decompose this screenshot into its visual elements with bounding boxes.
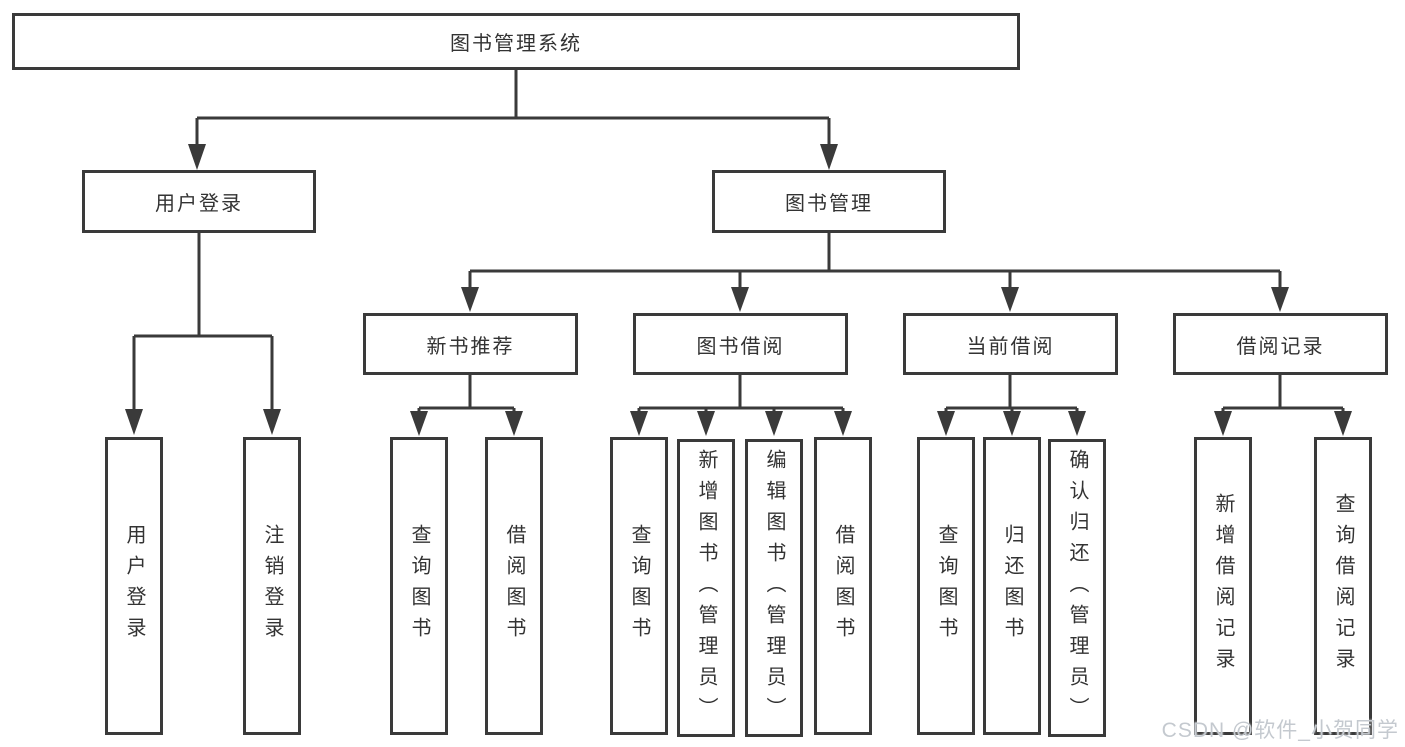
edge-userlogin-to-leaves: [132, 233, 274, 412]
node-label: 图书管理: [785, 193, 873, 215]
node-label: 当前借阅: [966, 335, 1055, 358]
arrowhead: [1334, 411, 1352, 436]
leaf-add-borrow-record: 新增借阅记录: [1194, 437, 1252, 735]
leaf-query-books-recommend: 查询图书: [390, 437, 448, 735]
arrowhead: [461, 287, 479, 312]
node-label: 借阅图书: [503, 524, 525, 648]
arrowhead: [765, 411, 783, 436]
leaf-edit-book-admin: 编辑图书（管理员）: [745, 439, 803, 737]
node-label: 借阅图书: [832, 524, 854, 648]
arrowhead: [697, 411, 715, 436]
arrowhead: [731, 287, 749, 312]
node-label: 编辑图书（管理员）: [763, 448, 785, 728]
node-label: 新增图书（管理员）: [695, 448, 717, 728]
node-label: 新增借阅记录: [1212, 493, 1234, 679]
arrowhead: [1271, 287, 1289, 312]
leaf-add-book-admin: 新增图书（管理员）: [677, 439, 735, 737]
arrowhead: [820, 144, 838, 170]
edge-current-to-leaves: [944, 375, 1079, 413]
arrowhead: [1003, 411, 1021, 436]
node-new-book-recommend: 新书推荐: [363, 313, 578, 375]
leaf-borrow-books-recommend: 借阅图书: [485, 437, 543, 735]
node-label: 用户登录: [123, 524, 145, 648]
node-label: 查询图书: [935, 524, 957, 648]
node-label: 新书推荐: [426, 335, 515, 358]
node-book-borrow: 图书借阅: [633, 313, 848, 375]
node-label: 用户登录: [155, 193, 243, 215]
node-user-login: 用户登录: [82, 170, 316, 233]
arrowhead: [630, 411, 648, 436]
leaf-query-borrow-record: 查询借阅记录: [1314, 437, 1372, 735]
node-borrow-records: 借阅记录: [1173, 313, 1388, 375]
arrowhead: [1068, 411, 1086, 436]
node-label: 借阅记录: [1236, 335, 1325, 358]
node-book-management: 图书管理: [712, 170, 946, 233]
node-label: 图书管理系统: [450, 33, 582, 55]
edge-bookmgmt-to-level3: [468, 233, 1282, 289]
leaf-query-books-current: 查询图书: [917, 437, 975, 735]
arrowhead: [125, 409, 143, 435]
node-label: 查询借阅记录: [1332, 493, 1354, 679]
edge-records-to-leaves: [1221, 375, 1345, 413]
arrowhead: [263, 409, 281, 435]
edge-root-to-level2: [195, 70, 831, 146]
edge-newbook-to-leaves: [417, 375, 516, 413]
node-label: 图书借阅: [696, 335, 785, 358]
arrowhead: [834, 411, 852, 436]
node-label: 查询图书: [628, 524, 650, 648]
arrowhead: [410, 411, 428, 436]
node-label: 归还图书: [1001, 524, 1023, 648]
arrowhead: [505, 411, 523, 436]
arrowhead: [188, 144, 206, 170]
leaf-borrow-books: 借阅图书: [814, 437, 872, 735]
arrowhead: [1214, 411, 1232, 436]
leaf-user-login: 用户登录: [105, 437, 163, 735]
node-label: 查询图书: [408, 524, 430, 648]
leaf-confirm-return-admin: 确认归还（管理员）: [1048, 439, 1106, 737]
leaf-query-books-borrow: 查询图书: [610, 437, 668, 735]
leaf-return-book: 归还图书: [983, 437, 1041, 735]
edge-borrow-to-leaves: [637, 375, 845, 413]
arrowhead: [937, 411, 955, 436]
node-label: 确认归还（管理员）: [1066, 448, 1088, 728]
leaf-logout: 注销登录: [243, 437, 301, 735]
arrowhead: [1001, 287, 1019, 312]
node-current-borrow: 当前借阅: [903, 313, 1118, 375]
node-system-root: 图书管理系统: [12, 13, 1020, 70]
watermark: CSDN @软件_小贺同学: [1161, 719, 1399, 742]
node-label: 注销登录: [261, 524, 283, 648]
